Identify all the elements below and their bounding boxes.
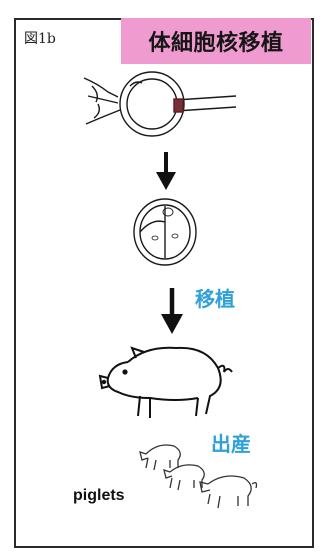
injection-needle	[175, 95, 237, 112]
piglets-label: piglets	[73, 487, 125, 504]
two-cell-embryo	[133, 198, 197, 266]
sow-tail	[217, 364, 233, 373]
step-label-birth: 出産	[211, 432, 251, 456]
figure-frame	[14, 18, 314, 548]
sow-ear	[130, 346, 145, 359]
egg-zona	[119, 71, 185, 137]
polar-body	[129, 81, 143, 87]
egg-cytoplasm	[126, 78, 178, 130]
arrow-down-icon	[156, 152, 176, 190]
somatic-nucleus	[173, 98, 184, 113]
sow-illustration	[98, 346, 233, 418]
figure-label: 図1b	[24, 31, 56, 47]
sow-snout	[98, 374, 111, 390]
diagram-title: 体細胞核移植	[121, 18, 311, 64]
piglets-illustration	[139, 444, 258, 509]
egg-cell-nuclear-transfer	[83, 71, 237, 137]
step-label-transfer: 移植	[195, 287, 235, 311]
arrow-down-icon	[161, 288, 183, 334]
holding-pipette	[83, 77, 121, 125]
